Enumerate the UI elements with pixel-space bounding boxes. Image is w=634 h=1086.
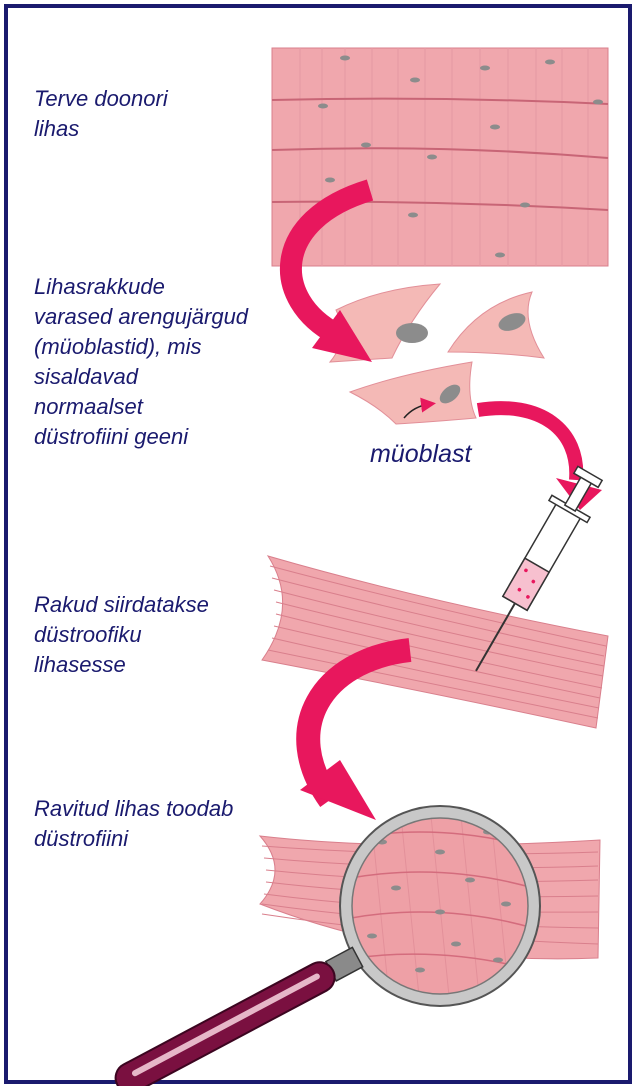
donor-muscle-tissue: [272, 48, 608, 266]
